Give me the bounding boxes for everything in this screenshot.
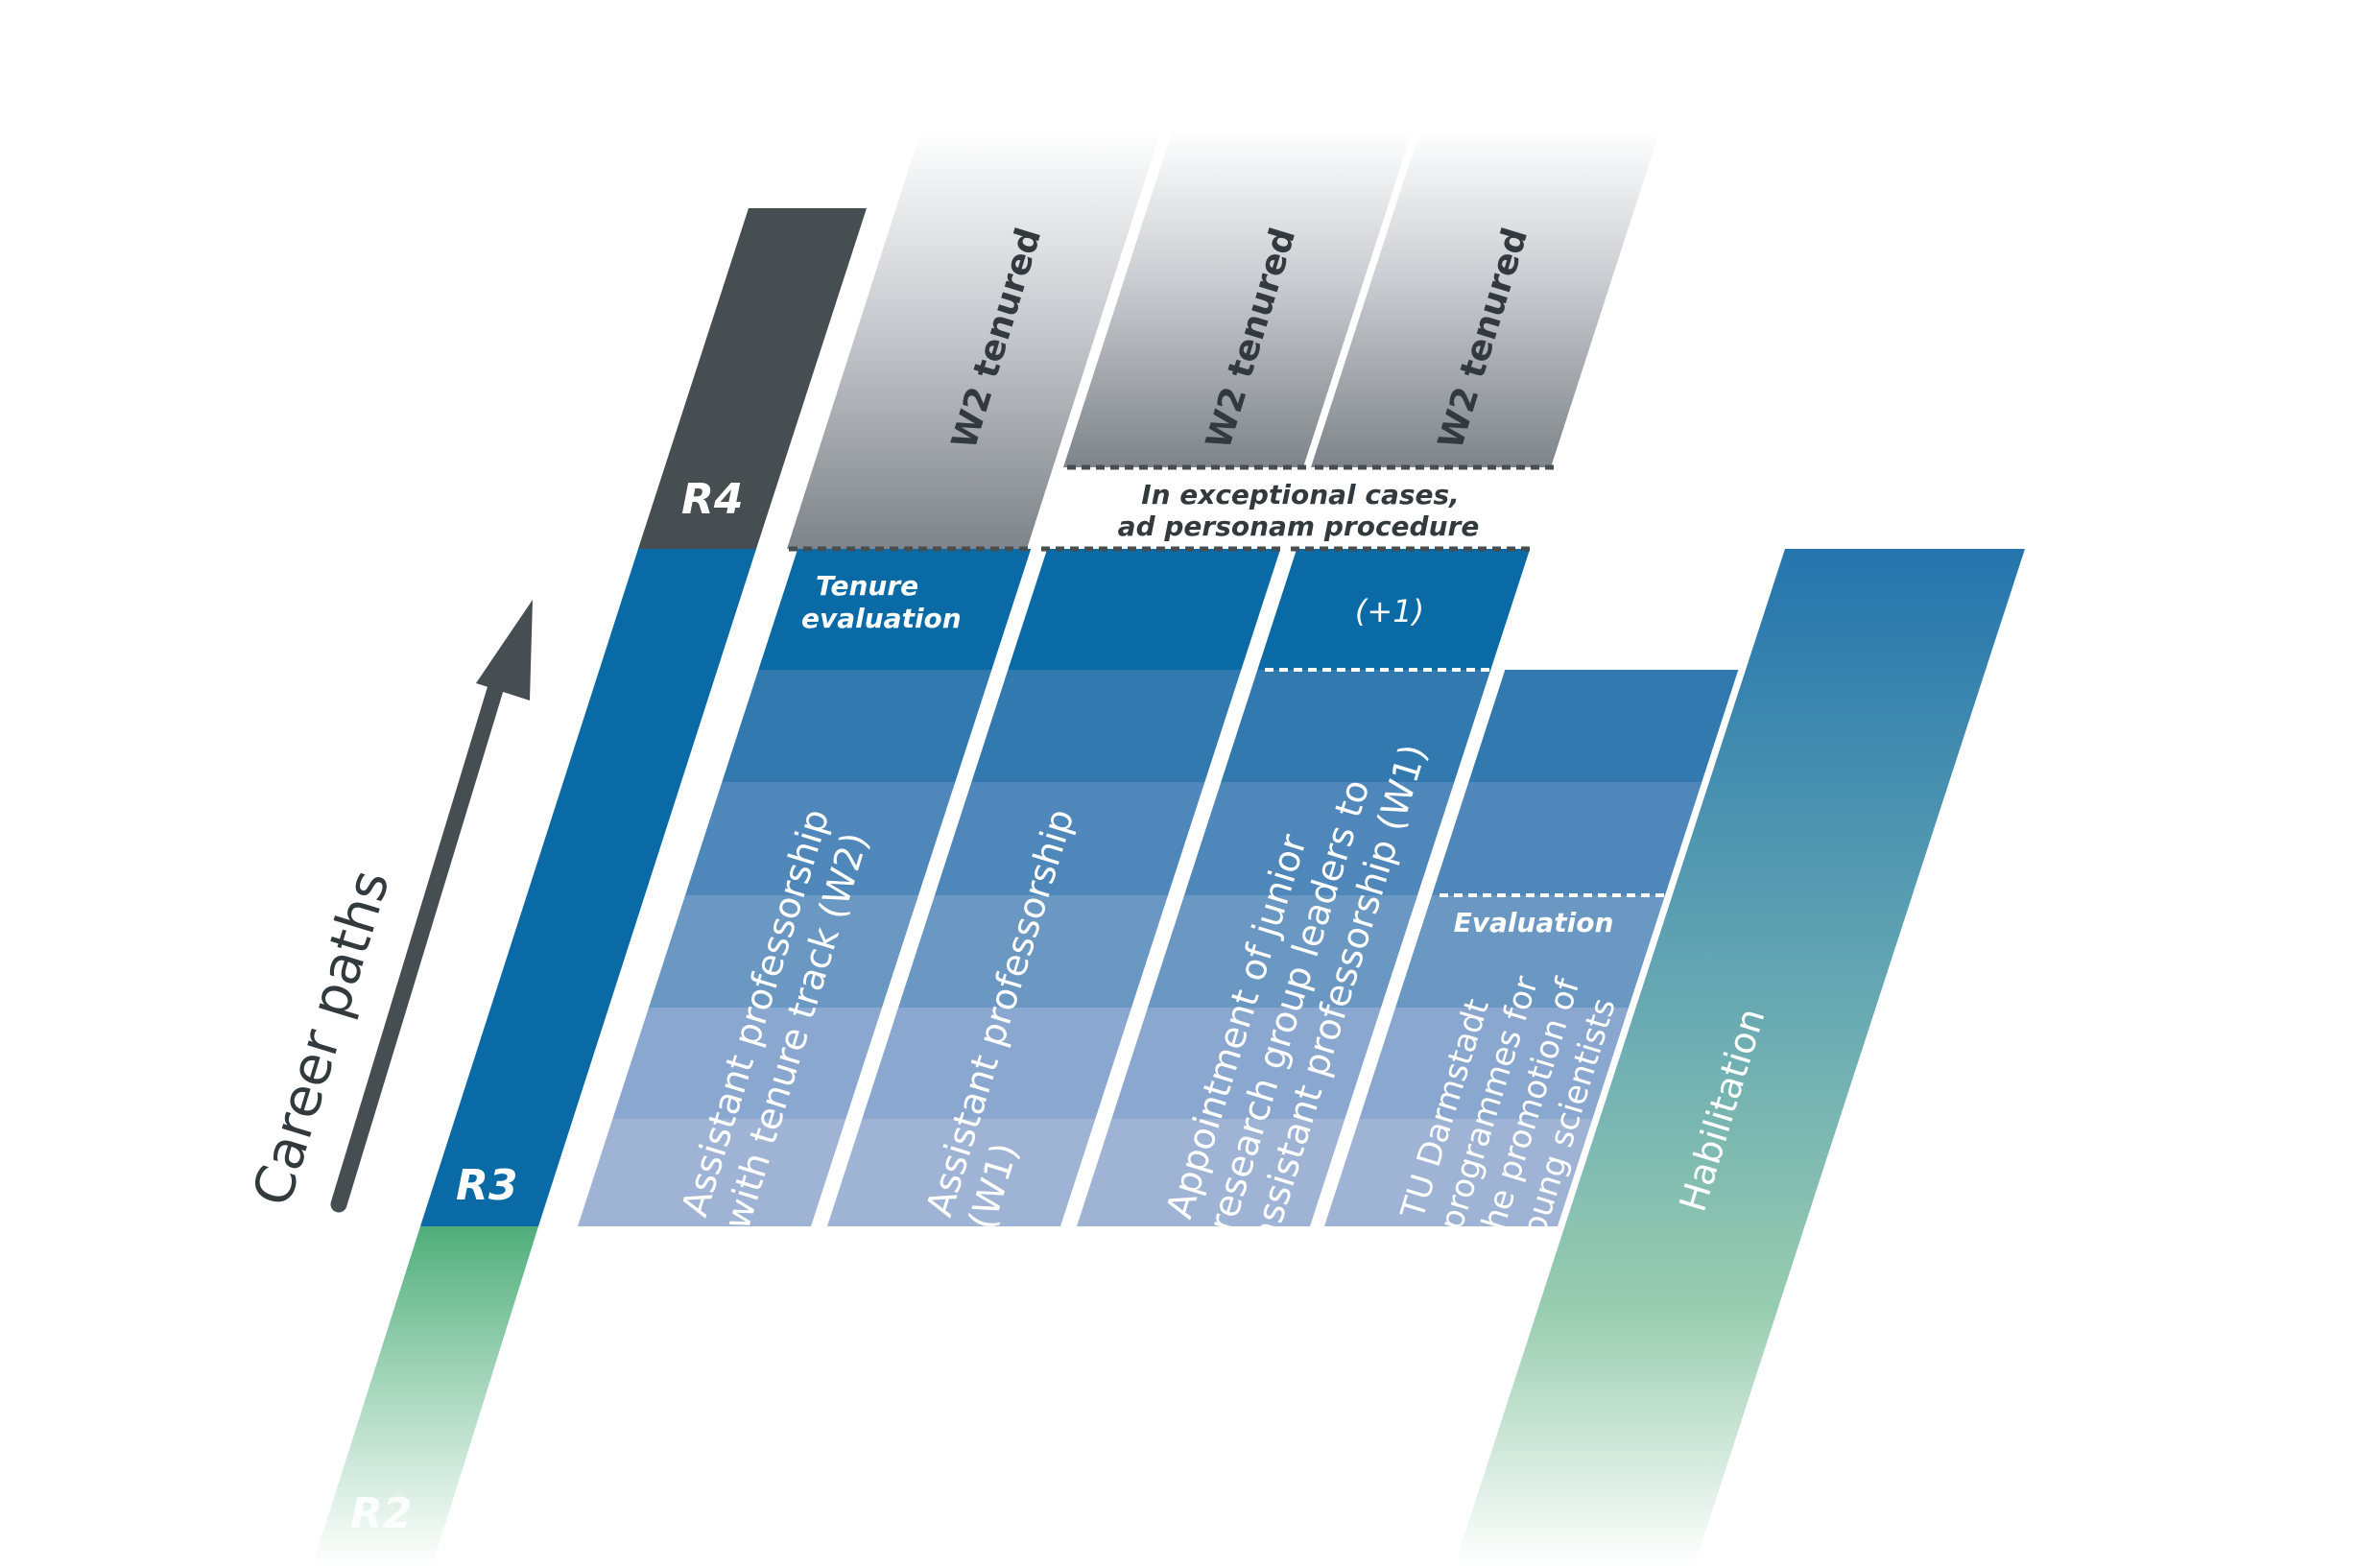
path-col-2-band-3 <box>935 782 1205 895</box>
path-col-4-band-6 <box>1324 1119 1593 1226</box>
path-col-2-band-5 <box>862 1008 1132 1119</box>
tenure-evaluation-line1: Tenure <box>816 570 918 602</box>
path-col-4-band-2 <box>1468 670 1739 782</box>
path-col-1-band-3 <box>685 782 956 895</box>
path-col-3-band-5 <box>1111 1008 1382 1119</box>
path-col-4-band-5 <box>1359 1008 1630 1119</box>
r2-segment <box>312 1226 538 1567</box>
path-col-4-band-4 <box>1395 895 1666 1008</box>
r4-label: R4 <box>681 475 744 524</box>
habilitation-block <box>1454 549 2025 1567</box>
path-col-2-band-1 <box>1008 549 1281 670</box>
r2-label: R2 <box>350 1489 413 1538</box>
tenured-block-3 <box>1311 130 1660 467</box>
path-col-3-band-2 <box>1221 670 1491 782</box>
r4-segment <box>638 208 867 549</box>
path-col-3-band-3 <box>1184 782 1455 895</box>
exceptional-note-line1: In exceptional cases, <box>1141 479 1460 510</box>
path-col-2-band-2 <box>971 670 1242 782</box>
path-col-1-band-1 <box>758 549 1032 670</box>
arrow-shaft <box>330 675 506 1213</box>
path-col-1-band-5 <box>612 1008 883 1119</box>
path-col-1-band-4 <box>649 895 919 1008</box>
tenure-evaluation-line2: evaluation <box>801 603 962 634</box>
path-col-2-band-6 <box>827 1119 1096 1226</box>
tenured-row: W2 tenured W2 tenured W2 tenured <box>787 130 1660 549</box>
tenured-block-1 <box>787 130 1161 549</box>
r3-segment <box>420 549 756 1226</box>
path-col-1-band-2 <box>722 670 992 782</box>
evaluation-label: Evaluation <box>1454 907 1614 938</box>
path-columns <box>578 549 1739 1226</box>
level-column: R4 R3 R2 <box>312 208 867 1567</box>
r3-label: R3 <box>456 1161 518 1210</box>
path-col-2-band-4 <box>898 895 1169 1008</box>
exceptional-note-line2: ad personam procedure <box>1118 510 1480 542</box>
tenured-block-2 <box>1063 130 1413 467</box>
path-col-4-band-3 <box>1432 782 1702 895</box>
path-col-1-band-6 <box>578 1119 846 1226</box>
path-col-3-band-4 <box>1148 895 1418 1008</box>
path-col-3-band-1 <box>1257 549 1531 670</box>
path-label-3: Appointment of junior research group lea… <box>1158 739 1436 1248</box>
plus-one-label: (+1) <box>1355 593 1424 629</box>
arrow-head-icon <box>476 600 533 700</box>
habilitation-column: Habilitation <box>1454 549 2025 1567</box>
path-col-3-band-6 <box>1077 1119 1345 1226</box>
career-paths-label: Career paths <box>241 863 402 1213</box>
